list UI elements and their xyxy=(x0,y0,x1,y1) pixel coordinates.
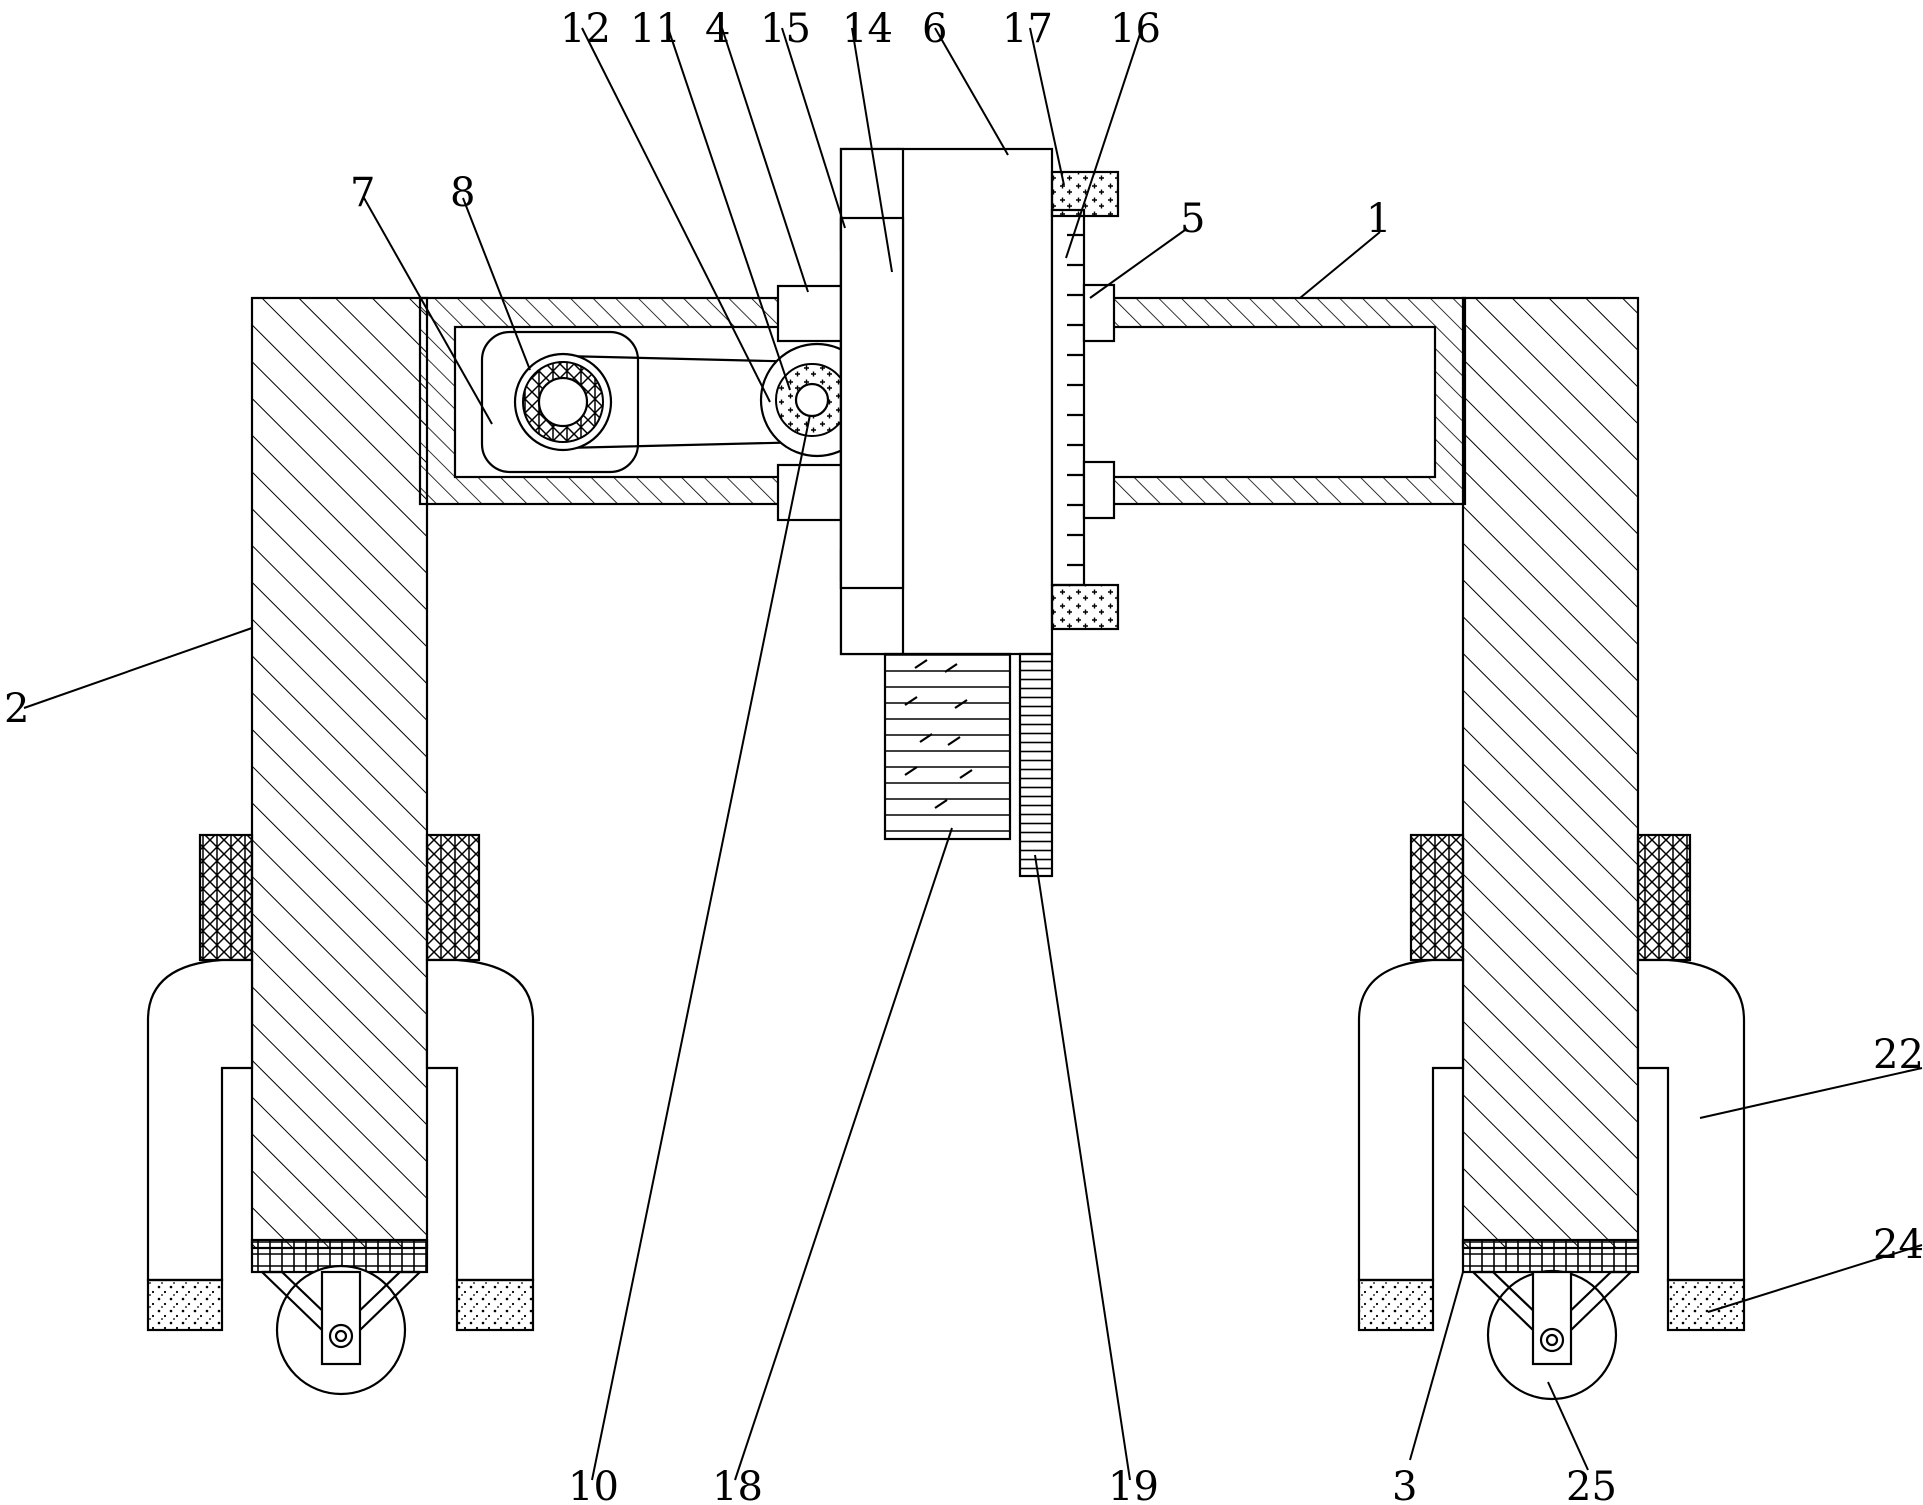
callout-11: 11 xyxy=(630,6,681,52)
callout-10: 10 xyxy=(568,1464,619,1505)
callout-8: 8 xyxy=(450,170,475,216)
callout-24: 24 xyxy=(1873,1222,1923,1268)
callout-labels: 1 2 3 4 5 6 7 8 10 11 12 14 15 16 17 18 … xyxy=(4,6,1923,1505)
drive-belt xyxy=(562,354,811,450)
tool-head-18 xyxy=(883,652,1012,841)
left-inner-arm xyxy=(425,958,535,1332)
callout-6: 6 xyxy=(922,6,947,52)
right-inner-arm xyxy=(1636,958,1746,1332)
callout-18: 18 xyxy=(712,1464,763,1505)
right-side-clamps xyxy=(1409,833,1692,962)
callout-19: 19 xyxy=(1108,1464,1159,1505)
callout-7: 7 xyxy=(350,170,375,216)
right-outer-arm xyxy=(1357,958,1465,1332)
right-wheel xyxy=(1472,1269,1632,1401)
callout-14: 14 xyxy=(842,6,893,52)
clamp-blocks-4 xyxy=(776,284,843,522)
callout-2: 2 xyxy=(4,686,29,732)
measuring-rod-19 xyxy=(1018,652,1054,878)
callout-15: 15 xyxy=(760,6,811,52)
left-outer-arm xyxy=(146,958,254,1332)
left-wheel xyxy=(261,1264,421,1396)
callout-3: 3 xyxy=(1392,1464,1417,1505)
right-column xyxy=(1461,296,1640,1274)
rack-stops-17 xyxy=(1050,170,1120,631)
callout-4: 4 xyxy=(705,6,730,52)
guide-blocks-5 xyxy=(1082,283,1116,520)
callout-1: 1 xyxy=(1366,196,1391,242)
vertical-rack-16 xyxy=(1050,208,1086,587)
callout-22: 22 xyxy=(1873,1032,1923,1078)
leader-lines xyxy=(23,27,1923,1481)
slider-body-6 xyxy=(839,147,1054,656)
left-side-clamps xyxy=(198,833,481,962)
callout-17: 17 xyxy=(1002,6,1053,52)
callout-25: 25 xyxy=(1566,1464,1617,1505)
drive-gear-8 xyxy=(513,352,613,452)
left-column xyxy=(250,296,429,1274)
callout-12: 12 xyxy=(560,6,611,52)
callout-5: 5 xyxy=(1180,196,1205,242)
callout-16: 16 xyxy=(1110,6,1161,52)
